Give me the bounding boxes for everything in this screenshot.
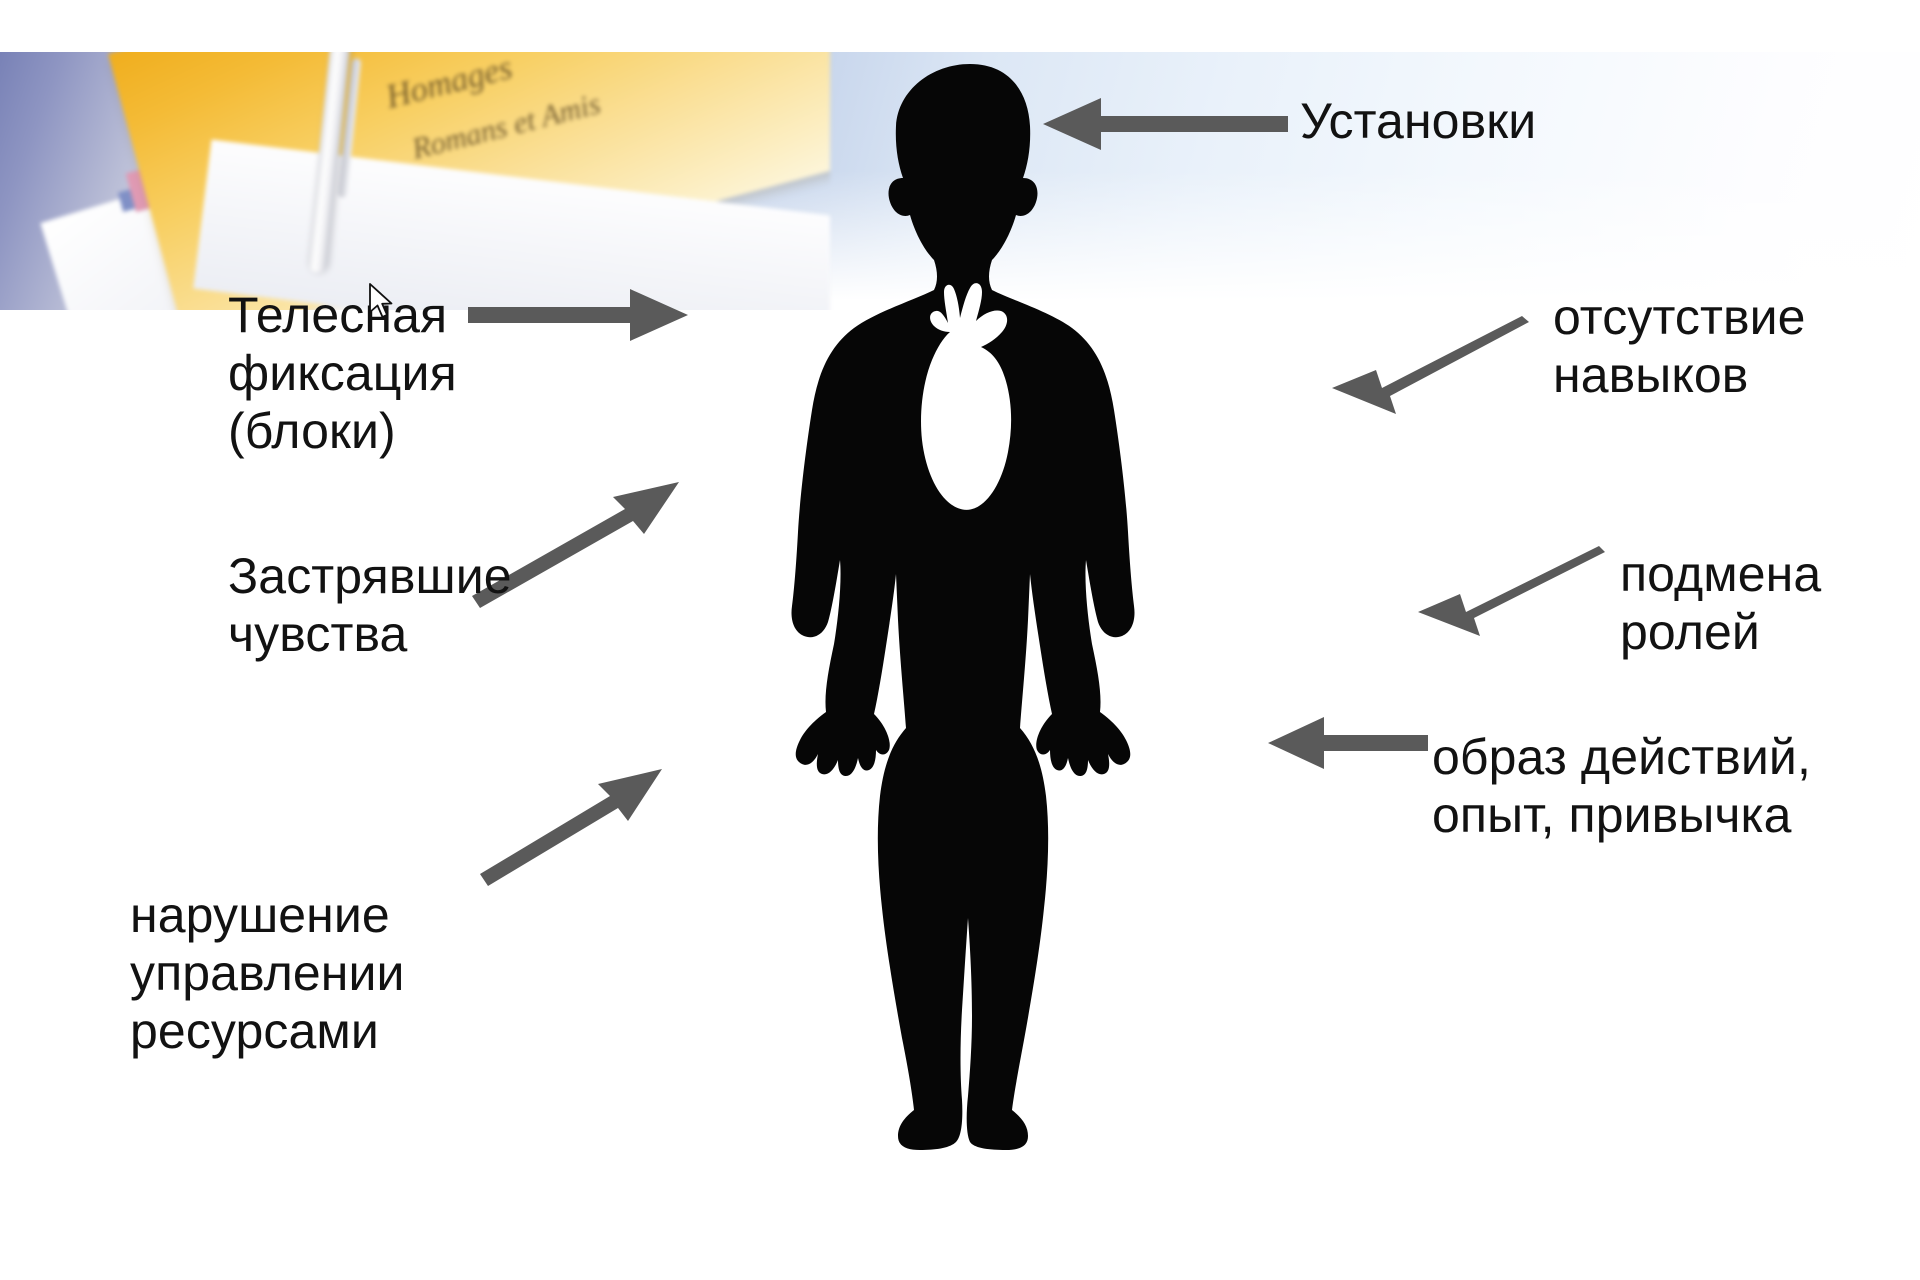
arrow-to-head <box>1043 96 1288 152</box>
arrow-to-leg <box>478 766 663 886</box>
silhouette-body <box>791 64 1135 1150</box>
arrow-to-hand <box>1268 716 1428 770</box>
label-zastryavshie-chuvstva: Застрявшие чувства <box>228 548 512 662</box>
label-otsutstvie-navykov: отсутствие навыков <box>1553 289 1806 403</box>
mouse-cursor-icon <box>369 283 395 321</box>
arrow-to-chest <box>468 288 688 342</box>
heart-organ <box>921 283 1012 510</box>
label-obraz-deystviy: образ действий, опыт, привычка <box>1432 729 1811 843</box>
arrow-to-upper-torso <box>1330 316 1530 426</box>
label-podmena-roley: подмена ролей <box>1620 546 1822 660</box>
label-ustanovki: Установки <box>1300 93 1537 149</box>
label-telesnaya-fiksaciya: Телесная фиксация (блоки) <box>228 287 457 459</box>
desk-photo: Homages Romans et Amis <box>0 18 830 310</box>
arrow-to-arm <box>470 478 680 608</box>
arrow-to-hip <box>1416 546 1606 646</box>
label-narushenie-upravleniya-resursami: нарушение управлении ресурсами <box>130 887 405 1059</box>
white-margin-top <box>0 0 1920 52</box>
human-silhouette <box>760 60 1180 1170</box>
